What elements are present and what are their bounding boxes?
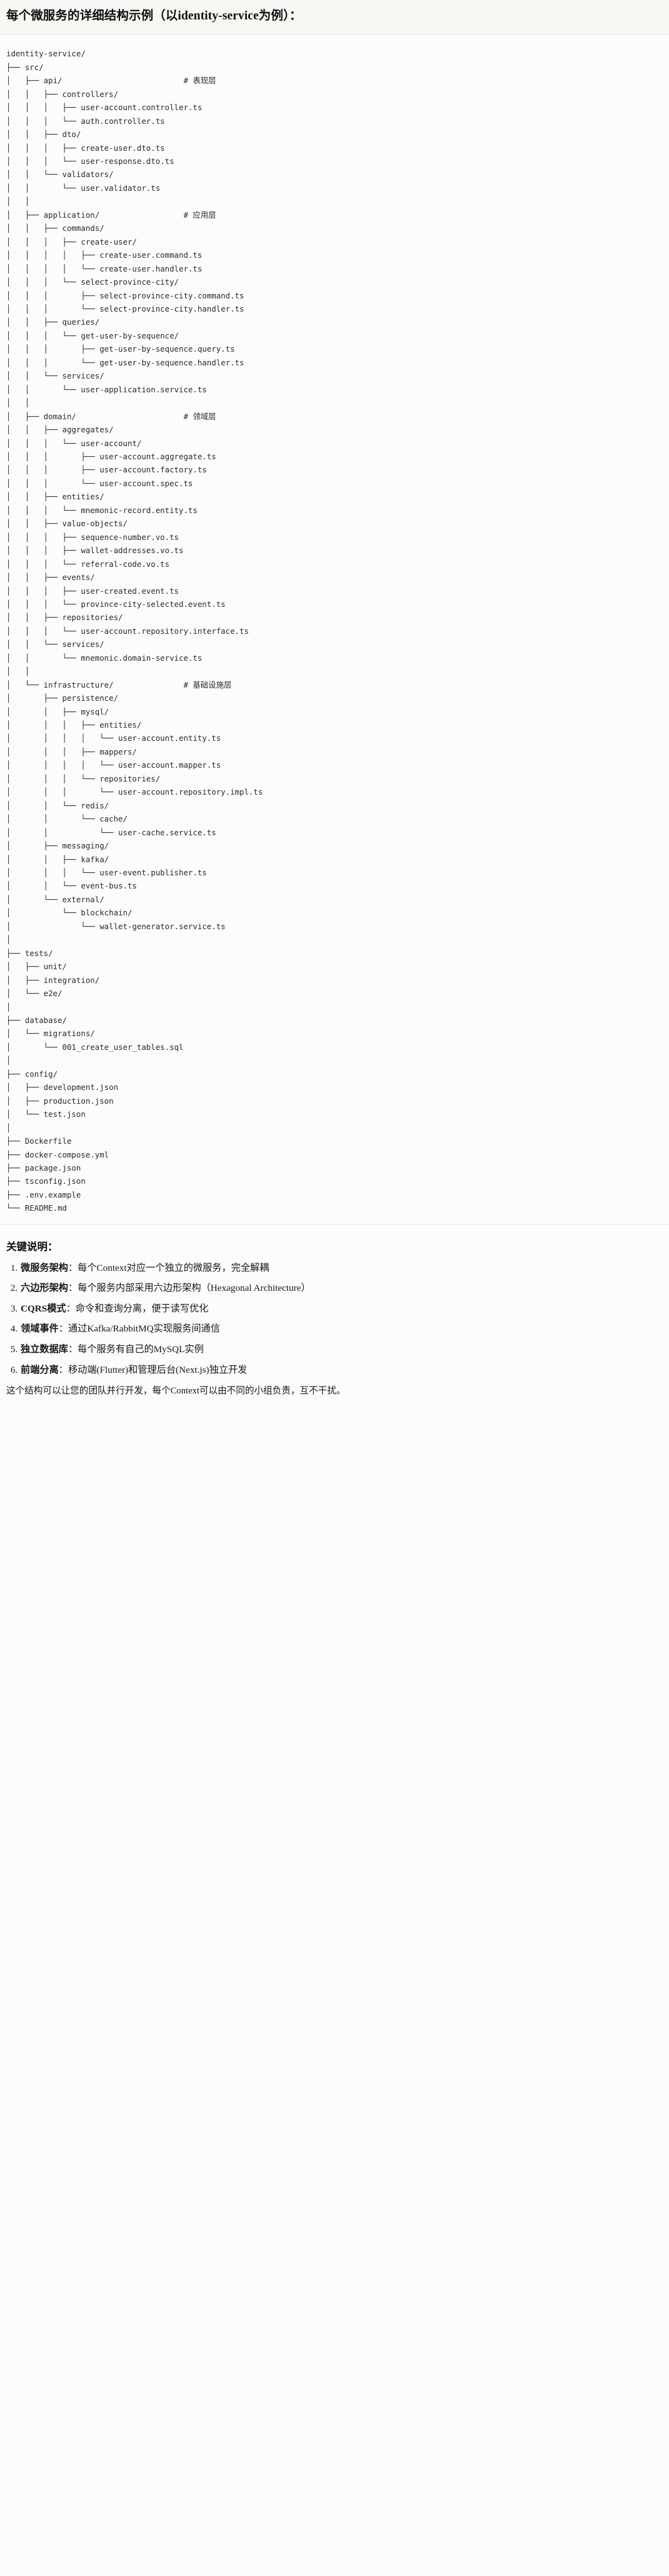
closing-paragraph: 这个结构可以让您的团队并行开发，每个Context可以由不同的小组负责，互不干扰… <box>6 1386 346 1397</box>
note-body: ：每个Context对应一个独立的微服务，完全解耦 <box>68 1262 269 1273</box>
directory-tree: identity-service/ ├── src/ │ ├── api/ # … <box>6 49 263 1213</box>
note-term: 前端分离 <box>21 1364 59 1375</box>
list-item: 前端分离：移动端(Flutter)和管理后台(Next.js)独立开发 <box>20 1363 663 1378</box>
note-body: ：每个服务有自己的MySQL实例 <box>68 1344 204 1355</box>
note-body: ：移动端(Flutter)和管理后台(Next.js)独立开发 <box>58 1364 248 1375</box>
note-term: CQRS模式 <box>21 1303 66 1314</box>
key-notes-title: 关键说明： <box>6 1240 58 1253</box>
key-notes-section: 关键说明： 微服务架构：每个Context对应一个独立的微服务，完全解耦 六边形… <box>0 1224 669 1408</box>
note-term: 六边形架构 <box>21 1283 68 1294</box>
note-term: 领域事件 <box>21 1323 59 1335</box>
list-item: 六边形架构：每个服务内部采用六边形架构（Hexagonal Architectu… <box>20 1281 663 1296</box>
page-title: 每个微服务的详细结构示例（以identity-service为例）： <box>6 9 302 23</box>
heading-band: 每个微服务的详细结构示例（以identity-service为例）： <box>0 0 669 35</box>
note-body: ：每个服务内部采用六边形架构（Hexagonal Architecture） <box>68 1283 311 1294</box>
note-term: 独立数据库 <box>21 1344 68 1355</box>
list-item: 领域事件：通过Kafka/RabbitMQ实现服务间通信 <box>20 1321 663 1336</box>
list-item: 微服务架构：每个Context对应一个独立的微服务，完全解耦 <box>20 1261 663 1276</box>
note-body: ：命令和查询分离，便于读写优化 <box>66 1303 209 1314</box>
directory-tree-block: identity-service/ ├── src/ │ ├── api/ # … <box>0 34 669 1224</box>
list-item: CQRS模式：命令和查询分离，便于读写优化 <box>20 1301 663 1316</box>
key-notes-list: 微服务架构：每个Context对应一个独立的微服务，完全解耦 六边形架构：每个服… <box>6 1261 663 1377</box>
note-term: 微服务架构 <box>21 1262 68 1273</box>
note-body: ：通过Kafka/RabbitMQ实现服务间通信 <box>58 1323 220 1335</box>
list-item: 独立数据库：每个服务有自己的MySQL实例 <box>20 1342 663 1357</box>
